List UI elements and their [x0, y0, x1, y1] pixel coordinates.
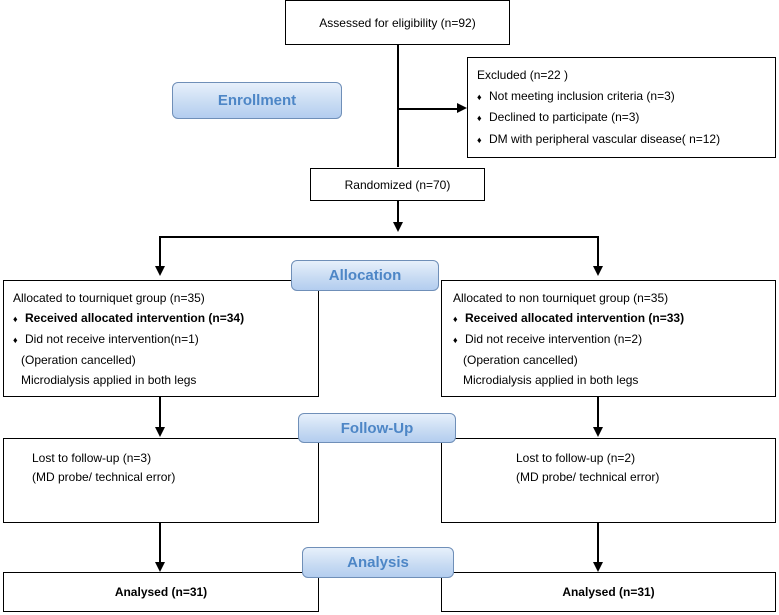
randomized-box: Randomized (n=70) — [310, 168, 485, 201]
diamond-bullet-icon: ♦ — [453, 314, 458, 324]
stage-enrollment: Enrollment — [172, 82, 342, 119]
connector-left-followup-to-analysis — [159, 522, 161, 564]
left-allocation-received: ♦Received allocated intervention (n=34) — [13, 308, 318, 329]
arrow-to-left-analysis — [155, 562, 165, 572]
diamond-bullet-icon: ♦ — [13, 314, 18, 324]
assessed-text: Assessed for eligibility (n=92) — [319, 15, 476, 30]
arrow-to-right-analysis — [593, 562, 603, 572]
connector-split-horizontal — [159, 236, 598, 238]
left-followup-reason: (MD probe/ technical error) — [32, 470, 176, 484]
connector-right-followup-to-analysis — [597, 522, 599, 564]
connector-right-alloc-to-followup — [597, 396, 599, 428]
stage-analysis: Analysis — [302, 547, 454, 578]
left-analysis-box: Analysed (n=31) — [3, 572, 319, 612]
diamond-bullet-icon: ♦ — [13, 335, 18, 345]
right-followup-lost: Lost to follow-up (n=2) — [516, 451, 636, 465]
excluded-title: Excluded (n=22 ) — [477, 68, 569, 82]
left-allocation-box: Allocated to tourniquet group (n=35) ♦Re… — [3, 280, 319, 397]
diamond-bullet-icon: ♦ — [477, 113, 482, 123]
excluded-item: ♦Declined to participate (n=3) — [477, 107, 775, 129]
left-followup-box: Lost to follow-up (n=3) (MD probe/ techn… — [3, 438, 319, 523]
stage-allocation: Allocation — [291, 260, 439, 291]
right-analysis-box: Analysed (n=31) — [441, 572, 776, 612]
arrow-to-right-allocation — [593, 266, 603, 276]
diamond-bullet-icon: ♦ — [453, 335, 458, 345]
right-followup-box: Lost to follow-up (n=2) (MD probe/ techn… — [441, 438, 776, 523]
right-allocation-title: Allocated to non tourniquet group (n=35) — [453, 291, 669, 305]
right-allocation-note: Microdialysis applied in both legs — [463, 373, 639, 387]
right-allocation-not-received: ♦Did not receive intervention (n=2) — [453, 329, 775, 350]
assessed-box: Assessed for eligibility (n=92) — [285, 0, 510, 45]
connector-assessed-to-randomized — [397, 45, 399, 167]
randomized-text: Randomized (n=70) — [344, 177, 451, 192]
arrow-randomized-down — [393, 222, 403, 232]
left-allocation-title: Allocated to tourniquet group (n=35) — [13, 291, 205, 305]
connector-to-excluded — [397, 108, 459, 110]
excluded-box: Excluded (n=22 ) ♦Not meeting inclusion … — [467, 57, 776, 158]
arrow-to-right-followup — [593, 427, 603, 437]
connector-left-alloc-to-followup — [159, 396, 161, 428]
diamond-bullet-icon: ♦ — [477, 134, 482, 145]
right-followup-reason: (MD probe/ technical error) — [516, 470, 660, 484]
left-allocation-reason: (Operation cancelled) — [21, 353, 136, 367]
connector-split-left — [159, 236, 161, 268]
excluded-item: ♦Not meeting inclusion criteria (n=3) — [477, 86, 775, 108]
right-allocation-box: Allocated to non tourniquet group (n=35)… — [441, 280, 776, 397]
arrow-to-left-allocation — [155, 266, 165, 276]
right-analysis-text: Analysed (n=31) — [562, 585, 655, 599]
excluded-item: ♦DM with peripheral vascular disease( n=… — [477, 129, 775, 151]
left-analysis-text: Analysed (n=31) — [114, 585, 208, 599]
connector-randomized-down — [397, 200, 399, 226]
left-followup-lost: Lost to follow-up (n=3) — [32, 451, 152, 465]
stage-follow-up: Follow-Up — [298, 413, 456, 443]
left-allocation-not-received: ♦Did not receive intervention(n=1) — [13, 329, 318, 350]
diamond-bullet-icon: ♦ — [477, 91, 482, 102]
left-allocation-note: Microdialysis applied in both legs — [21, 373, 197, 387]
arrow-to-left-followup — [155, 427, 165, 437]
right-allocation-reason: (Operation cancelled) — [463, 353, 578, 367]
right-allocation-received: ♦Received allocated intervention (n=33) — [453, 308, 775, 329]
arrow-to-excluded — [457, 103, 467, 113]
connector-split-right — [597, 236, 599, 268]
